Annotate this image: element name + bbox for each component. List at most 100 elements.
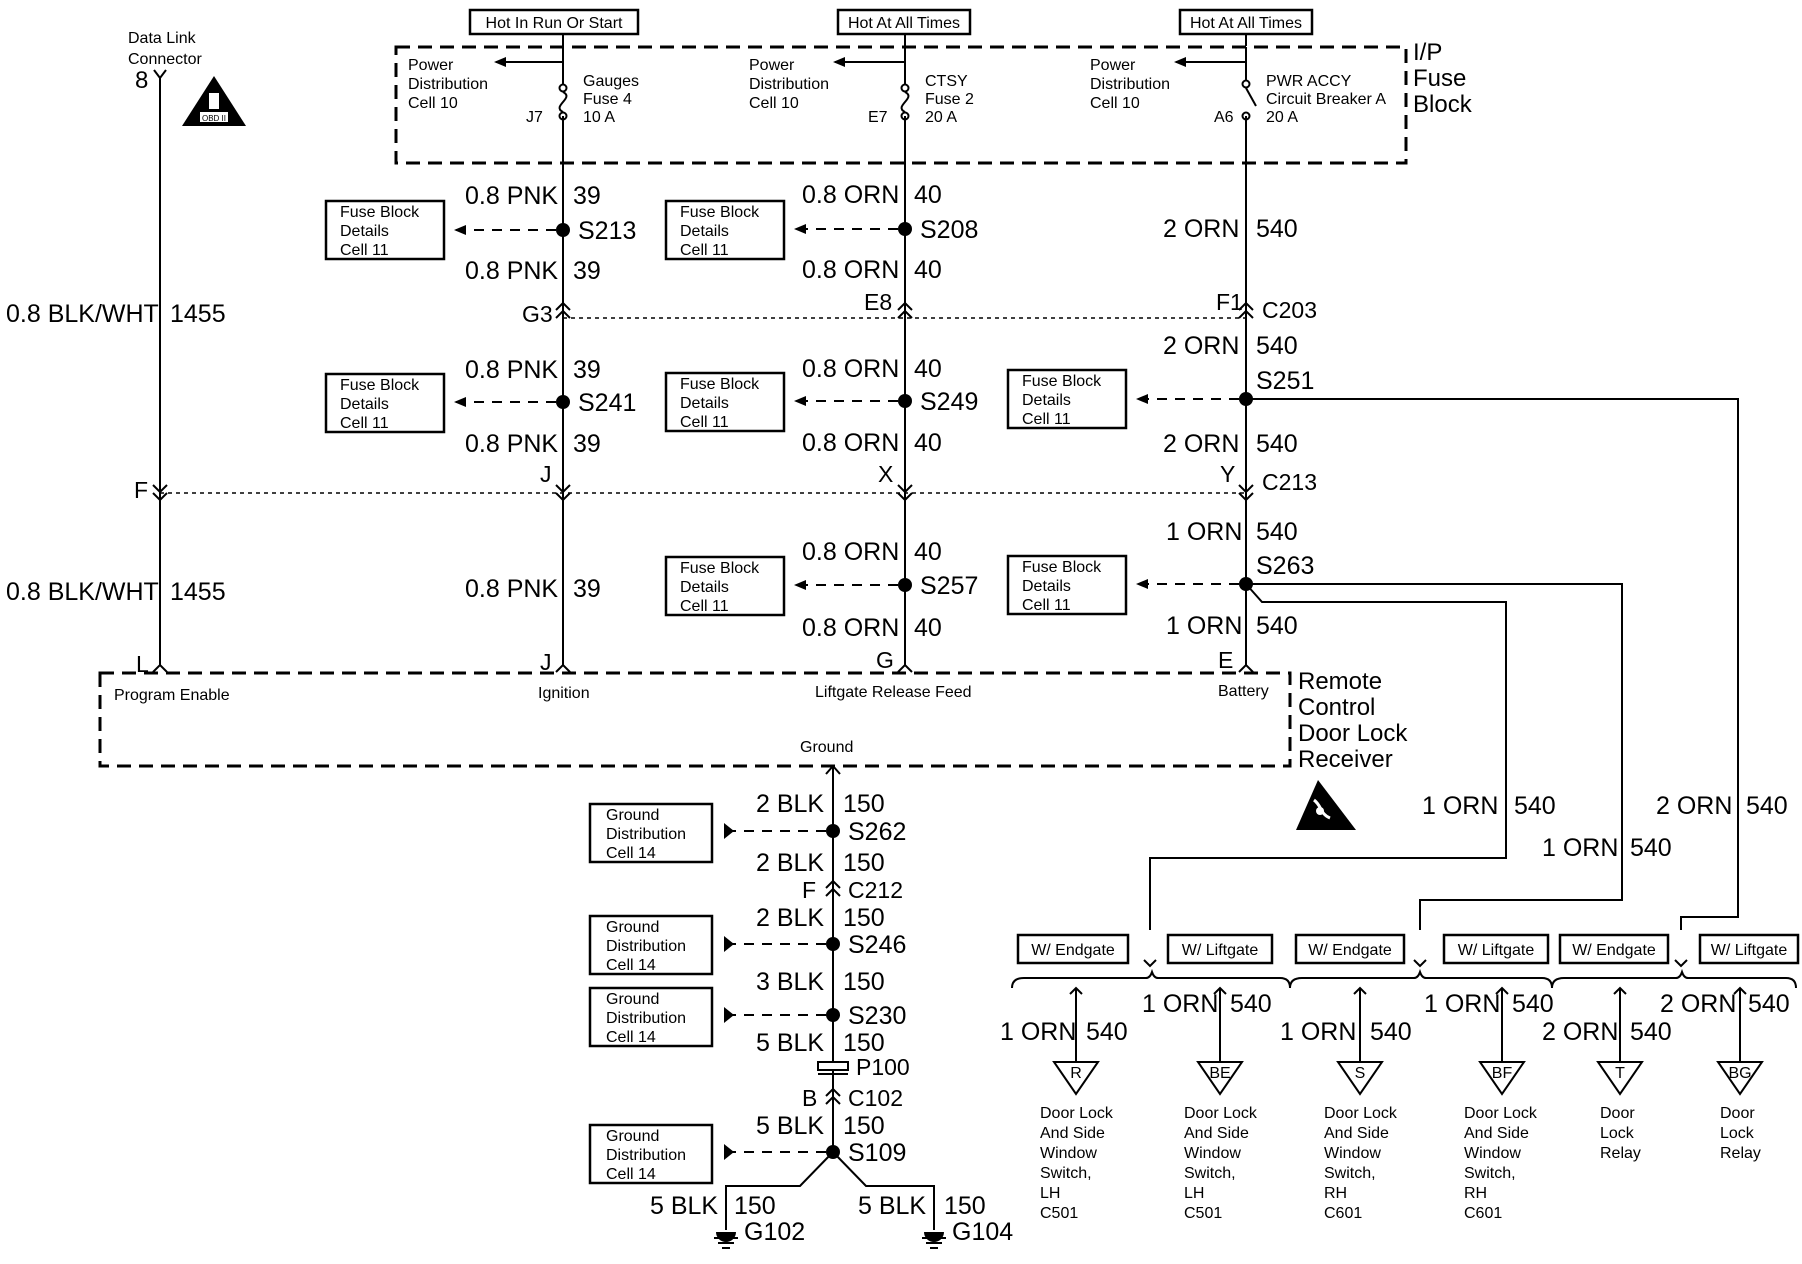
svg-text:LH: LH (1040, 1185, 1060, 1202)
data-link-connector: Data Link Connector 8 (128, 30, 202, 94)
receiver-liftgate-release-feed: Liftgate Release Feed (815, 684, 972, 701)
svg-text:J7: J7 (526, 109, 543, 126)
svg-text:Lock: Lock (1720, 1125, 1755, 1142)
hot-label-run-start: Hot In Run Or Start (468, 8, 640, 36)
wire-circuit-540: 540 (1256, 430, 1298, 458)
connector-pin-e8: E8 (864, 289, 892, 315)
wire-label-orn-1: 1 ORN (1166, 612, 1242, 640)
ground-distribution-2: Ground Distribution Cell 14 (588, 914, 714, 976)
receiver-pin-l: L (136, 651, 149, 677)
svg-text:Cell 14: Cell 14 (606, 1166, 656, 1183)
wire-circuit-40: 40 (914, 181, 942, 209)
svg-text:T: T (1615, 1065, 1625, 1082)
wire-circuit-150: 150 (843, 904, 885, 932)
svg-text:S109: S109 (848, 1139, 906, 1167)
wire-circuit-40: 40 (914, 614, 942, 642)
svg-text:540: 540 (1370, 1018, 1412, 1046)
wire-label-blk-2: 2 BLK (756, 790, 824, 818)
connector-pin-j: J (540, 461, 552, 487)
wire-label-orn: 0.8 ORN (802, 355, 899, 383)
svg-text:Switch,: Switch, (1040, 1165, 1092, 1182)
svg-text:Cell 11: Cell 11 (680, 414, 729, 431)
wire-label-blkwht: 0.8 BLK/WHT (6, 578, 159, 606)
svg-text:R: R (1070, 1065, 1082, 1082)
splice-s251: S251 (1136, 367, 1314, 406)
connector-c212 (825, 879, 841, 897)
connector-c102-label: C102 (848, 1085, 903, 1111)
splice-s263: S263 (1136, 552, 1314, 591)
wire-label-orn-1: 1 ORN (1422, 792, 1498, 820)
wire-circuit-540: 540 (1746, 792, 1788, 820)
svg-text:Fuse 4: Fuse 4 (583, 91, 632, 108)
svg-text:Fuse Block: Fuse Block (1022, 559, 1102, 576)
svg-text:Cell 11: Cell 11 (1022, 597, 1071, 614)
wire-circuit-540: 540 (1256, 332, 1298, 360)
svg-text:Fuse 2: Fuse 2 (925, 91, 974, 108)
splice-s213: S213 (454, 217, 636, 245)
svg-text:W/ Endgate: W/ Endgate (1031, 942, 1115, 959)
svg-text:Circuit Breaker A: Circuit Breaker A (1266, 91, 1386, 108)
wire-circuit-150: 150 (843, 1029, 885, 1057)
svg-text:CTSY: CTSY (925, 73, 968, 90)
wire-label-blk-5: 5 BLK (756, 1112, 824, 1140)
svg-text:Lock: Lock (1600, 1125, 1635, 1142)
wire-circuit-1455: 1455 (170, 578, 226, 606)
wire-circuit-40: 40 (914, 256, 942, 284)
fuse-ctsy: CTSY Fuse 2 20 A E7 (868, 62, 974, 126)
wire-circuit-150: 150 (734, 1192, 776, 1220)
pass-through-p100: P100 (817, 1054, 910, 1080)
svg-text:P100: P100 (856, 1054, 910, 1080)
svg-text:Cell 11: Cell 11 (340, 415, 389, 432)
svg-text:OBD II: OBD II (202, 114, 226, 123)
svg-text:Distribution: Distribution (606, 826, 686, 843)
svg-text:Details: Details (1022, 578, 1071, 595)
connector-pin-f-c212: F (802, 877, 816, 903)
load-lh-liftgate: 1 ORN 540 BE Door Lock And Side Window S… (1142, 986, 1272, 1222)
wire-label-pnk: 0.8 PNK (465, 430, 558, 458)
wire-circuit-540: 540 (1514, 792, 1556, 820)
wire-label-orn-2: 2 ORN (1656, 792, 1732, 820)
svg-text:20 A: 20 A (925, 109, 957, 126)
wire-circuit-1455: 1455 (170, 300, 226, 328)
svg-text:Ground: Ground (606, 919, 659, 936)
fuse-block-title-3: Block (1413, 91, 1473, 118)
wire-circuit-150: 150 (843, 849, 885, 877)
connector-pin-x: X (878, 461, 893, 487)
wire-label-blk-3: 3 BLK (756, 968, 824, 996)
svg-text:Details: Details (680, 395, 729, 412)
wire-label-orn-2: 2 ORN (1163, 215, 1239, 243)
receiver-battery: Battery (1218, 683, 1269, 700)
svg-text:Door: Door (1600, 1105, 1635, 1122)
svg-text:Distribution: Distribution (749, 76, 829, 93)
splice-s249: S249 (794, 388, 978, 416)
svg-text:Relay: Relay (1600, 1145, 1641, 1162)
ip-fuse-block-box (394, 45, 1408, 165)
svg-text:A6: A6 (1214, 109, 1234, 126)
wire-label-orn: 0.8 ORN (802, 538, 899, 566)
svg-text:Fuse Block: Fuse Block (340, 377, 420, 394)
wire-label-blk-5: 5 BLK (650, 1192, 718, 1220)
wire-label-pnk: 0.8 PNK (465, 257, 558, 285)
svg-text:Window: Window (1184, 1145, 1241, 1162)
svg-text:8: 8 (135, 67, 148, 94)
wire-circuit-39: 39 (573, 257, 601, 285)
svg-text:Hot In Run Or Start: Hot In Run Or Start (486, 15, 623, 32)
svg-text:C501: C501 (1184, 1205, 1222, 1222)
svg-text:LH: LH (1184, 1185, 1204, 1202)
svg-text:Data Link: Data Link (128, 30, 197, 47)
fuse-block-details-6: Fuse Block Details Cell 11 (664, 555, 786, 617)
svg-text:Door Lock: Door Lock (1040, 1105, 1114, 1122)
svg-text:Gauges: Gauges (583, 73, 639, 90)
wire-label-orn-1: 1 ORN (1166, 518, 1242, 546)
option-endgate-1: W/ Endgate (1016, 933, 1130, 965)
fuse-block-details-2: Fuse Block Details Cell 11 (664, 199, 786, 261)
svg-text:S230: S230 (848, 1002, 906, 1030)
c213-chevrons (152, 484, 1254, 502)
receiver-pin-e: E (1218, 647, 1233, 673)
svg-text:Hot At All Times: Hot At All Times (1190, 15, 1302, 32)
splice-s246: S246 (724, 931, 906, 959)
wire-label-blk-2: 2 BLK (756, 904, 824, 932)
receiver-ground: Ground (800, 739, 853, 756)
wire-label-orn-1: 1 ORN (1542, 834, 1618, 862)
ground-g102-label: G102 (744, 1218, 805, 1246)
